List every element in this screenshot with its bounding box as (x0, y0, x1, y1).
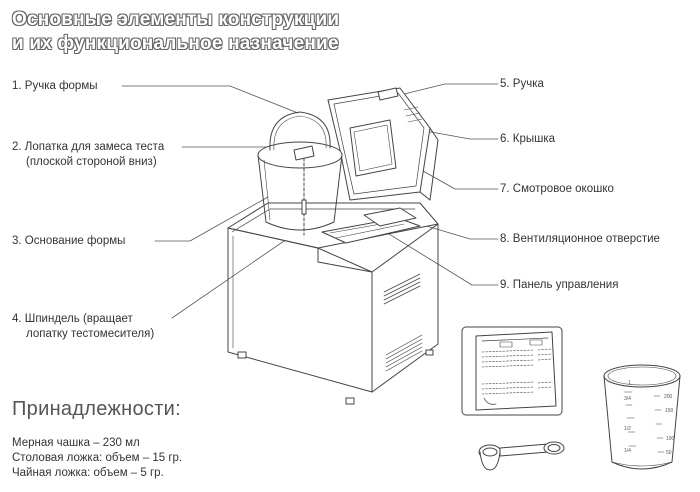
cup-mark-right-3: 100 (666, 436, 675, 442)
callout-kneading-blade: 2. Лопатка для замеса теста (12, 141, 165, 153)
leader-6 (419, 129, 499, 140)
cup-mark-right-4: 50 (666, 450, 672, 456)
leader-5 (399, 83, 499, 96)
callout-handle: 5. Ручка (500, 78, 544, 90)
leader-lines (121, 83, 499, 319)
leader-4 (171, 229, 301, 319)
callout-viewing-window: 7. Смотровое окошко (500, 183, 614, 195)
title-line-2: и их функциональное назначение (12, 33, 339, 54)
callout-lid: 6. Крышка (500, 133, 556, 145)
callout-pan-base: 3. Основание формы (12, 235, 126, 247)
machine-lid (327, 87, 439, 201)
diagram-title: Основные элементы конструкции и их функц… (12, 8, 339, 56)
callout-spindle: 4. Шпиндель (вращает (12, 313, 133, 325)
accessory-tablespoon: Столовая ложка: объем – 15 гр. (12, 452, 183, 464)
machine-body (227, 202, 439, 405)
cup-mark-left-4: 1/4 (624, 448, 631, 454)
control-panel-inset (461, 326, 563, 416)
accessory-measuring-cup: Мерная чашка – 230 мл (12, 437, 140, 449)
callout-pan-handle: 1. Ручка формы (12, 80, 98, 92)
accessories-heading: Принадлежности: (12, 398, 182, 420)
measuring-cup (603, 364, 681, 470)
callout-control-panel: 9. Панель управления (500, 279, 619, 291)
leader-3 (154, 196, 269, 242)
accessory-teaspoon: Чайная ложка: объем – 5 гр. (12, 467, 164, 479)
viewing-window (349, 119, 397, 177)
bread-pan (257, 111, 343, 236)
leader-1 (121, 85, 299, 114)
cup-mark-right-2: 150 (665, 408, 674, 414)
measuring-spoons (478, 441, 565, 471)
title-line-1: Основные элементы конструкции (12, 9, 340, 30)
cup-mark-left-3: 1/2 (624, 426, 631, 432)
cup-mark-left-2: 3/4 (624, 396, 631, 402)
callout-kneading-blade-note: (плоской стороной вниз) (26, 156, 157, 168)
cup-mark-right-1: 200 (664, 394, 673, 400)
callout-vent: 8. Вентиляционное отверстие (500, 233, 660, 245)
cup-mark-left-1: 1 (628, 380, 631, 386)
callout-spindle-note: лопатку тестомесителя) (26, 328, 155, 340)
cup-scale: 1 3/4 1/2 1/4 200 150 100 50 (624, 380, 675, 456)
